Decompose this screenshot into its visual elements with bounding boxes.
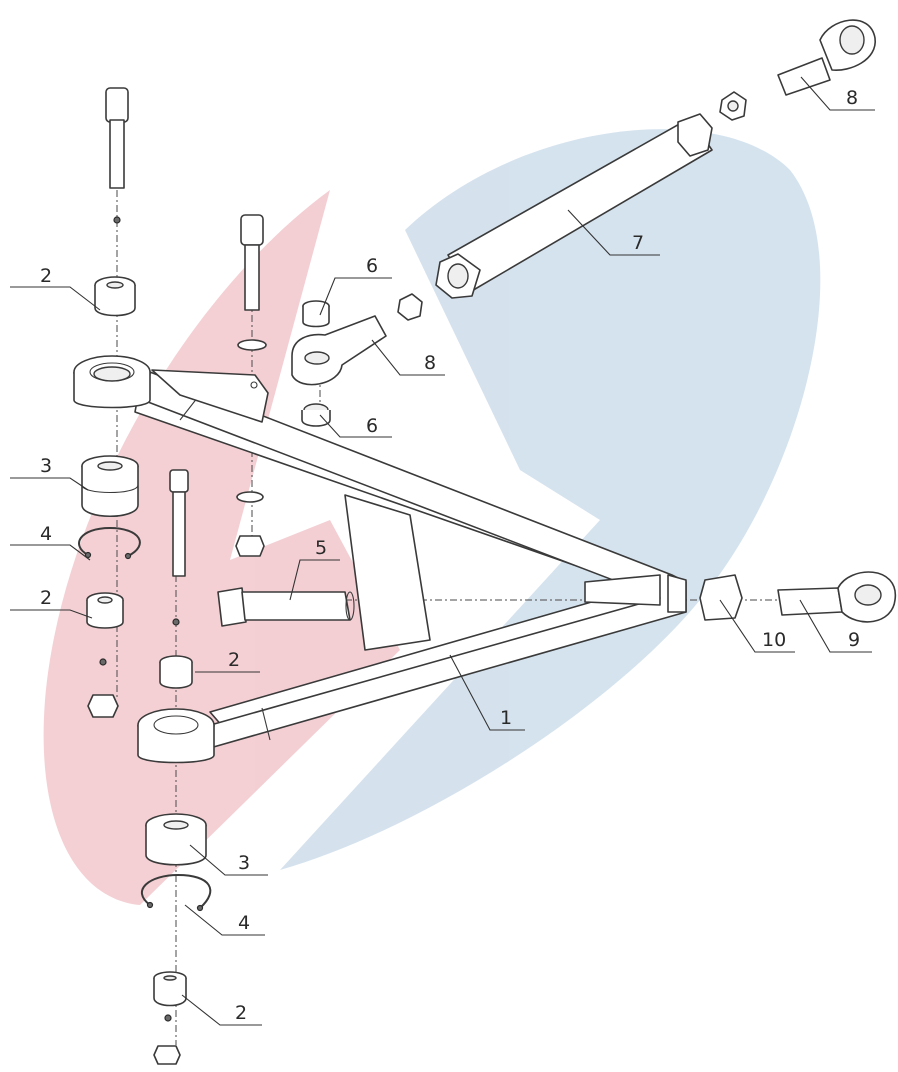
callout-4-top: 4 [40,523,52,545]
callout-1: 1 [500,707,512,729]
lower-middle-bolt [159,469,193,689]
callout-2-lower: 2 [228,649,240,671]
bushing-2-lower-left [86,592,124,718]
callout-7: 7 [632,232,644,254]
callout-6-bot: 6 [366,415,378,437]
bushing-2-bottom [153,971,187,1065]
callout-5: 5 [315,537,327,559]
callout-3-bot: 3 [238,852,250,874]
callout-10: 10 [762,629,786,651]
watermark-red-shape [43,190,401,905]
callout-2-top: 2 [40,265,52,287]
bushing-2-top [94,276,136,317]
callout-8-mid: 8 [424,352,436,374]
callout-8-top: 8 [846,87,858,109]
a-arm [73,355,687,764]
pin-5 [217,587,355,627]
rod-end-9 [777,571,896,623]
watermark-logo [43,129,821,905]
callout-2-bot: 2 [235,1002,247,1024]
nut-10 [699,574,743,621]
callout-labels: 2 3 4 2 2 5 6 6 8 8 7 10 9 1 3 4 2 [40,87,860,1024]
callout-9: 9 [848,629,860,651]
callout-3-top: 3 [40,455,52,477]
bearing-3-bottom [145,813,207,866]
callout-2-mid: 2 [40,587,52,609]
watermark-blue-shape [280,129,821,871]
callout-4-bot: 4 [238,912,250,934]
circlip-4-bottom [141,873,212,912]
leader-lines [10,76,875,1026]
tube-7 [435,113,713,299]
circlip-4-top [78,526,141,560]
rod-end-8-mid [291,293,423,427]
top-left-bolt [105,87,129,224]
callout-6-top: 6 [366,255,378,277]
rod-end-8-top [719,19,876,121]
bearing-3-top [81,455,139,518]
middle-bolt [235,214,267,557]
